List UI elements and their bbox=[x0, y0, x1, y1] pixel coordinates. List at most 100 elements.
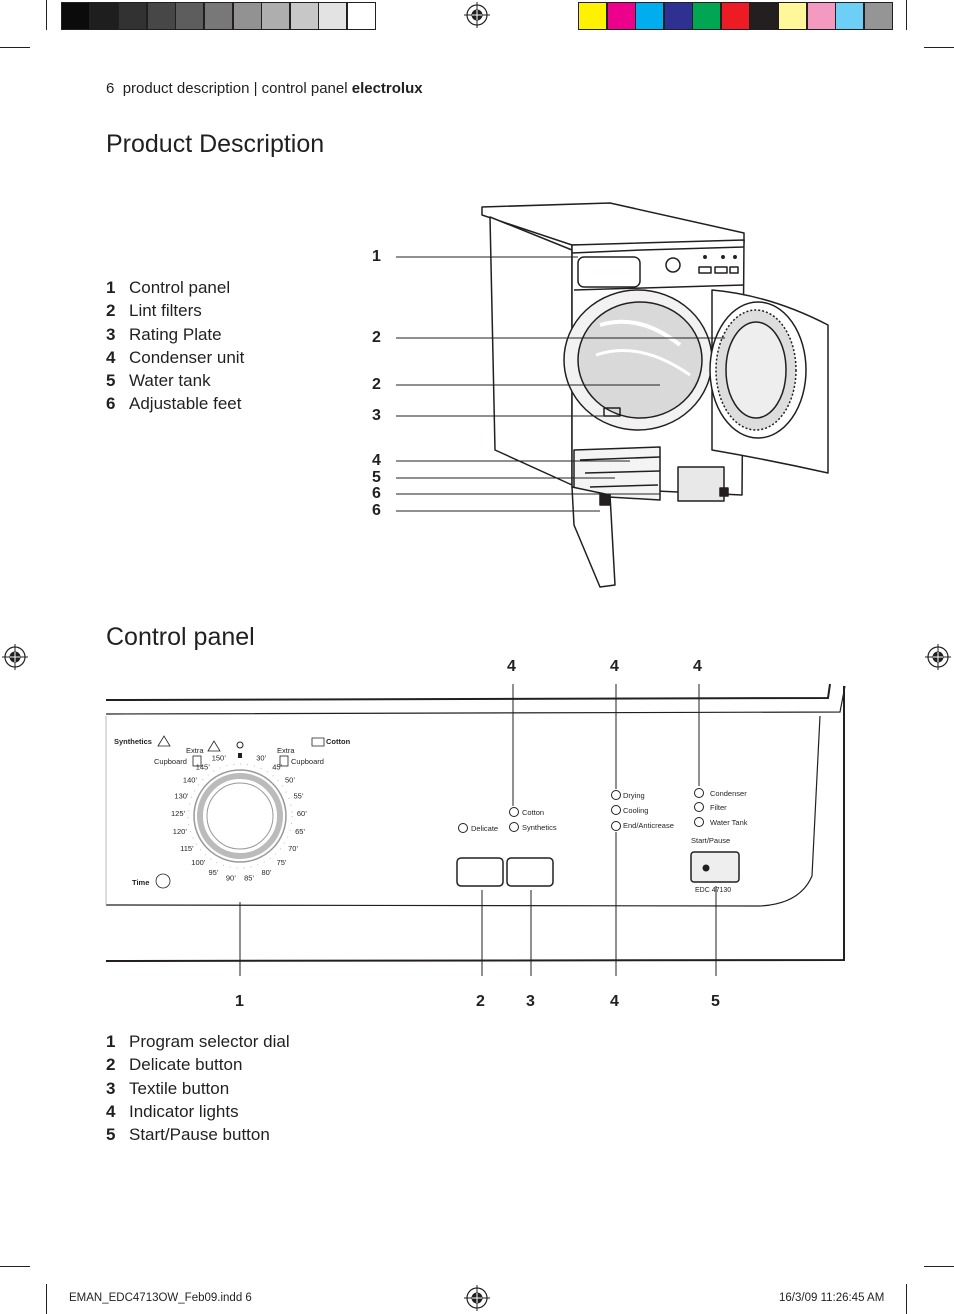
process-color-swatch bbox=[721, 2, 750, 30]
control-panel-title: Control panel bbox=[106, 623, 255, 651]
legend-label: Condenser unit bbox=[129, 347, 245, 367]
dial-time-label: 115’ bbox=[180, 844, 194, 853]
legend-label: Water tank bbox=[129, 371, 211, 391]
legend-label: Indicator lights bbox=[129, 1101, 239, 1121]
gray-swatch bbox=[318, 2, 348, 30]
panel-label-condenser: Condenser bbox=[710, 789, 747, 798]
legend-number: 2 bbox=[106, 301, 116, 321]
dryer-callout: 5 bbox=[372, 469, 381, 486]
control-panel-illustration: Synthetics Cotton Extra Extra Cupboard C… bbox=[105, 683, 846, 976]
process-color-swatch bbox=[749, 2, 779, 30]
legend-label: Delicate button bbox=[129, 1055, 243, 1075]
legend-item: 1 Control panel bbox=[106, 276, 244, 299]
crop-mark bbox=[46, 0, 47, 30]
legend-item: 4 Condenser unit bbox=[106, 346, 244, 369]
dial-time-label: 45’ bbox=[272, 762, 282, 771]
dial-time-label: 125’ bbox=[171, 809, 186, 818]
dial-time-label: 150’ bbox=[212, 754, 227, 763]
panel-callout-top: 4 bbox=[507, 658, 516, 675]
crop-mark bbox=[0, 1266, 30, 1267]
registration-mark-icon bbox=[2, 644, 28, 670]
panel-callout-bottom: 1 bbox=[235, 993, 244, 1010]
registration-mark-icon bbox=[464, 2, 490, 28]
panel-label-filter: Filter bbox=[710, 803, 727, 812]
legend-number: 1 bbox=[106, 278, 116, 297]
panel-callout-top: 4 bbox=[693, 658, 702, 675]
dial-time-label: 75’ bbox=[277, 858, 287, 867]
legend-number: 6 bbox=[106, 394, 116, 414]
legend-item: 4 Indicator lights bbox=[106, 1100, 290, 1123]
dryer-illustration bbox=[396, 202, 829, 588]
panel-label-delicate: Delicate bbox=[471, 824, 498, 833]
gray-swatch bbox=[175, 2, 205, 30]
legend-label: Start/Pause button bbox=[129, 1125, 270, 1145]
process-color-swatch bbox=[635, 2, 665, 30]
dial-time-label: 80’ bbox=[261, 868, 271, 877]
legend-number: 4 bbox=[106, 1101, 116, 1121]
panel-callout-bottom: 2 bbox=[476, 993, 485, 1010]
legend-item: 6 Adjustable feet bbox=[106, 392, 244, 415]
legend-number: 2 bbox=[106, 1055, 116, 1075]
dial-time-label: 55’ bbox=[293, 791, 303, 800]
dial-time-label: 65’ bbox=[295, 827, 305, 836]
panel-label-cupboard-left: Cupboard bbox=[154, 757, 187, 766]
panel-label-cooling: Cooling bbox=[623, 806, 648, 815]
legend-label: Rating Plate bbox=[129, 324, 222, 344]
dial-time-label: 50’ bbox=[285, 775, 295, 784]
process-color-swatch bbox=[578, 2, 607, 30]
dryer-callout: 6 bbox=[372, 502, 381, 519]
gray-swatch bbox=[289, 2, 319, 30]
page-number: 6 bbox=[106, 80, 115, 97]
product-description-title: Product Description bbox=[106, 130, 325, 158]
panel-label-drying: Drying bbox=[623, 791, 645, 800]
dial-time-label: 90’ bbox=[226, 873, 236, 882]
crop-mark bbox=[46, 1284, 47, 1314]
panel-label-model: EDC 47130 bbox=[695, 887, 731, 894]
dryer-callout: 4 bbox=[372, 452, 381, 469]
footer-timestamp: 16/3/09 11:26:45 AM bbox=[779, 1292, 885, 1304]
process-color-swatch bbox=[692, 2, 722, 30]
panel-label-start-pause: Start/Pause bbox=[691, 836, 730, 845]
process-color-swatch bbox=[864, 2, 893, 30]
legend-number: 5 bbox=[106, 371, 116, 391]
dial-time-label: 130’ bbox=[174, 791, 189, 800]
panel-callout-top: 4 bbox=[610, 658, 619, 675]
panel-label-cotton-light: Cotton bbox=[522, 808, 544, 817]
dryer-callout: 2 bbox=[372, 376, 381, 393]
panel-label-time: Time bbox=[132, 878, 149, 887]
gray-swatch bbox=[118, 2, 148, 30]
legend-item: 2 Delicate button bbox=[106, 1053, 290, 1076]
crop-mark bbox=[906, 1284, 907, 1314]
legend-label: Control panel bbox=[129, 278, 231, 297]
gray-swatch bbox=[204, 2, 233, 30]
process-color-swatch bbox=[835, 2, 865, 30]
dial-time-label: 60’ bbox=[297, 809, 307, 818]
process-color-swatch bbox=[663, 2, 693, 30]
section-path: product description | control panel bbox=[122, 80, 348, 97]
legend-number: 4 bbox=[106, 347, 116, 367]
panel-label-cupboard-right: Cupboard bbox=[291, 757, 324, 766]
registration-mark-icon bbox=[464, 1285, 490, 1311]
legend-number: 3 bbox=[106, 1078, 116, 1098]
dial-time-label: 70’ bbox=[288, 844, 298, 853]
footer-file-info: EMAN_EDC4713OW_Feb09.indd 6 bbox=[69, 1292, 252, 1304]
process-color-swatch bbox=[806, 2, 836, 30]
dial-time-label: 85’ bbox=[244, 873, 254, 882]
gray-swatch bbox=[261, 2, 291, 30]
panel-callout-bottom: 3 bbox=[526, 993, 535, 1010]
dial-time-label: 95’ bbox=[208, 868, 218, 877]
brand-name: electrolux bbox=[351, 80, 423, 97]
legend-label: Adjustable feet bbox=[129, 394, 242, 414]
crop-mark bbox=[906, 0, 907, 30]
dial-time-label: 100’ bbox=[191, 858, 206, 867]
dryer-callout: 6 bbox=[372, 485, 381, 502]
crop-mark bbox=[924, 47, 954, 48]
process-color-swatch bbox=[778, 2, 808, 30]
legend-item: 5 Water tank bbox=[106, 369, 244, 392]
